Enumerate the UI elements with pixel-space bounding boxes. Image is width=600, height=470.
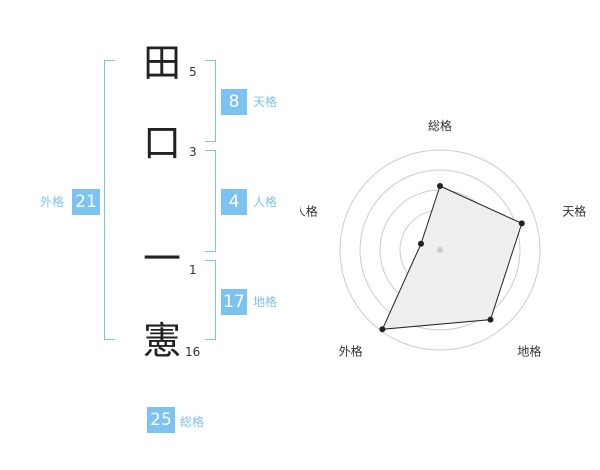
tenkaku-bracket (205, 60, 216, 142)
radar-points (379, 183, 525, 333)
name-char-1: 田 (143, 41, 182, 85)
stroke-count-1: 5 (189, 65, 197, 79)
chikaku-value-badge: 17 (221, 289, 247, 315)
chikaku-bracket (205, 260, 216, 340)
radar-axis-label: 総格 (428, 118, 452, 133)
radar-axis-label: 外格 (339, 344, 363, 359)
radar-axis-label: 人格 (300, 204, 318, 219)
stroke-count-3: 1 (189, 263, 197, 277)
name-char-3: 一 (143, 237, 182, 281)
stroke-count-2: 3 (189, 145, 197, 159)
gaikaku-bracket (104, 60, 115, 340)
radar-center-dot (437, 247, 443, 253)
name-char-2: 口 (143, 121, 182, 165)
tenkaku-label: 天格 (253, 95, 278, 109)
radar-axis-label: 天格 (562, 204, 586, 219)
radar-point (379, 326, 386, 333)
gaikaku-value-badge: 21 (72, 189, 100, 215)
radar-point (418, 240, 424, 247)
radar-point (437, 183, 443, 189)
name-char-4: 憲 (143, 319, 182, 363)
radar-ring (339, 149, 541, 351)
soukaku-label: 総格 (180, 415, 205, 429)
gaikaku-label: 外格 (40, 195, 65, 209)
chikaku-label: 地格 (253, 295, 278, 309)
tenkaku-value-badge: 8 (221, 89, 247, 115)
radar-point (487, 316, 494, 323)
radar-point (518, 220, 525, 227)
radar-axis-label: 地格 (517, 344, 541, 359)
jinkaku-label: 人格 (253, 195, 278, 209)
stroke-count-4: 16 (185, 345, 201, 359)
radar-ring (359, 169, 521, 331)
soukaku-value-badge: 25 (147, 407, 175, 433)
jinkaku-bracket (205, 150, 216, 252)
jinkaku-value-badge: 4 (221, 189, 247, 215)
radar-series-area (381, 185, 523, 330)
